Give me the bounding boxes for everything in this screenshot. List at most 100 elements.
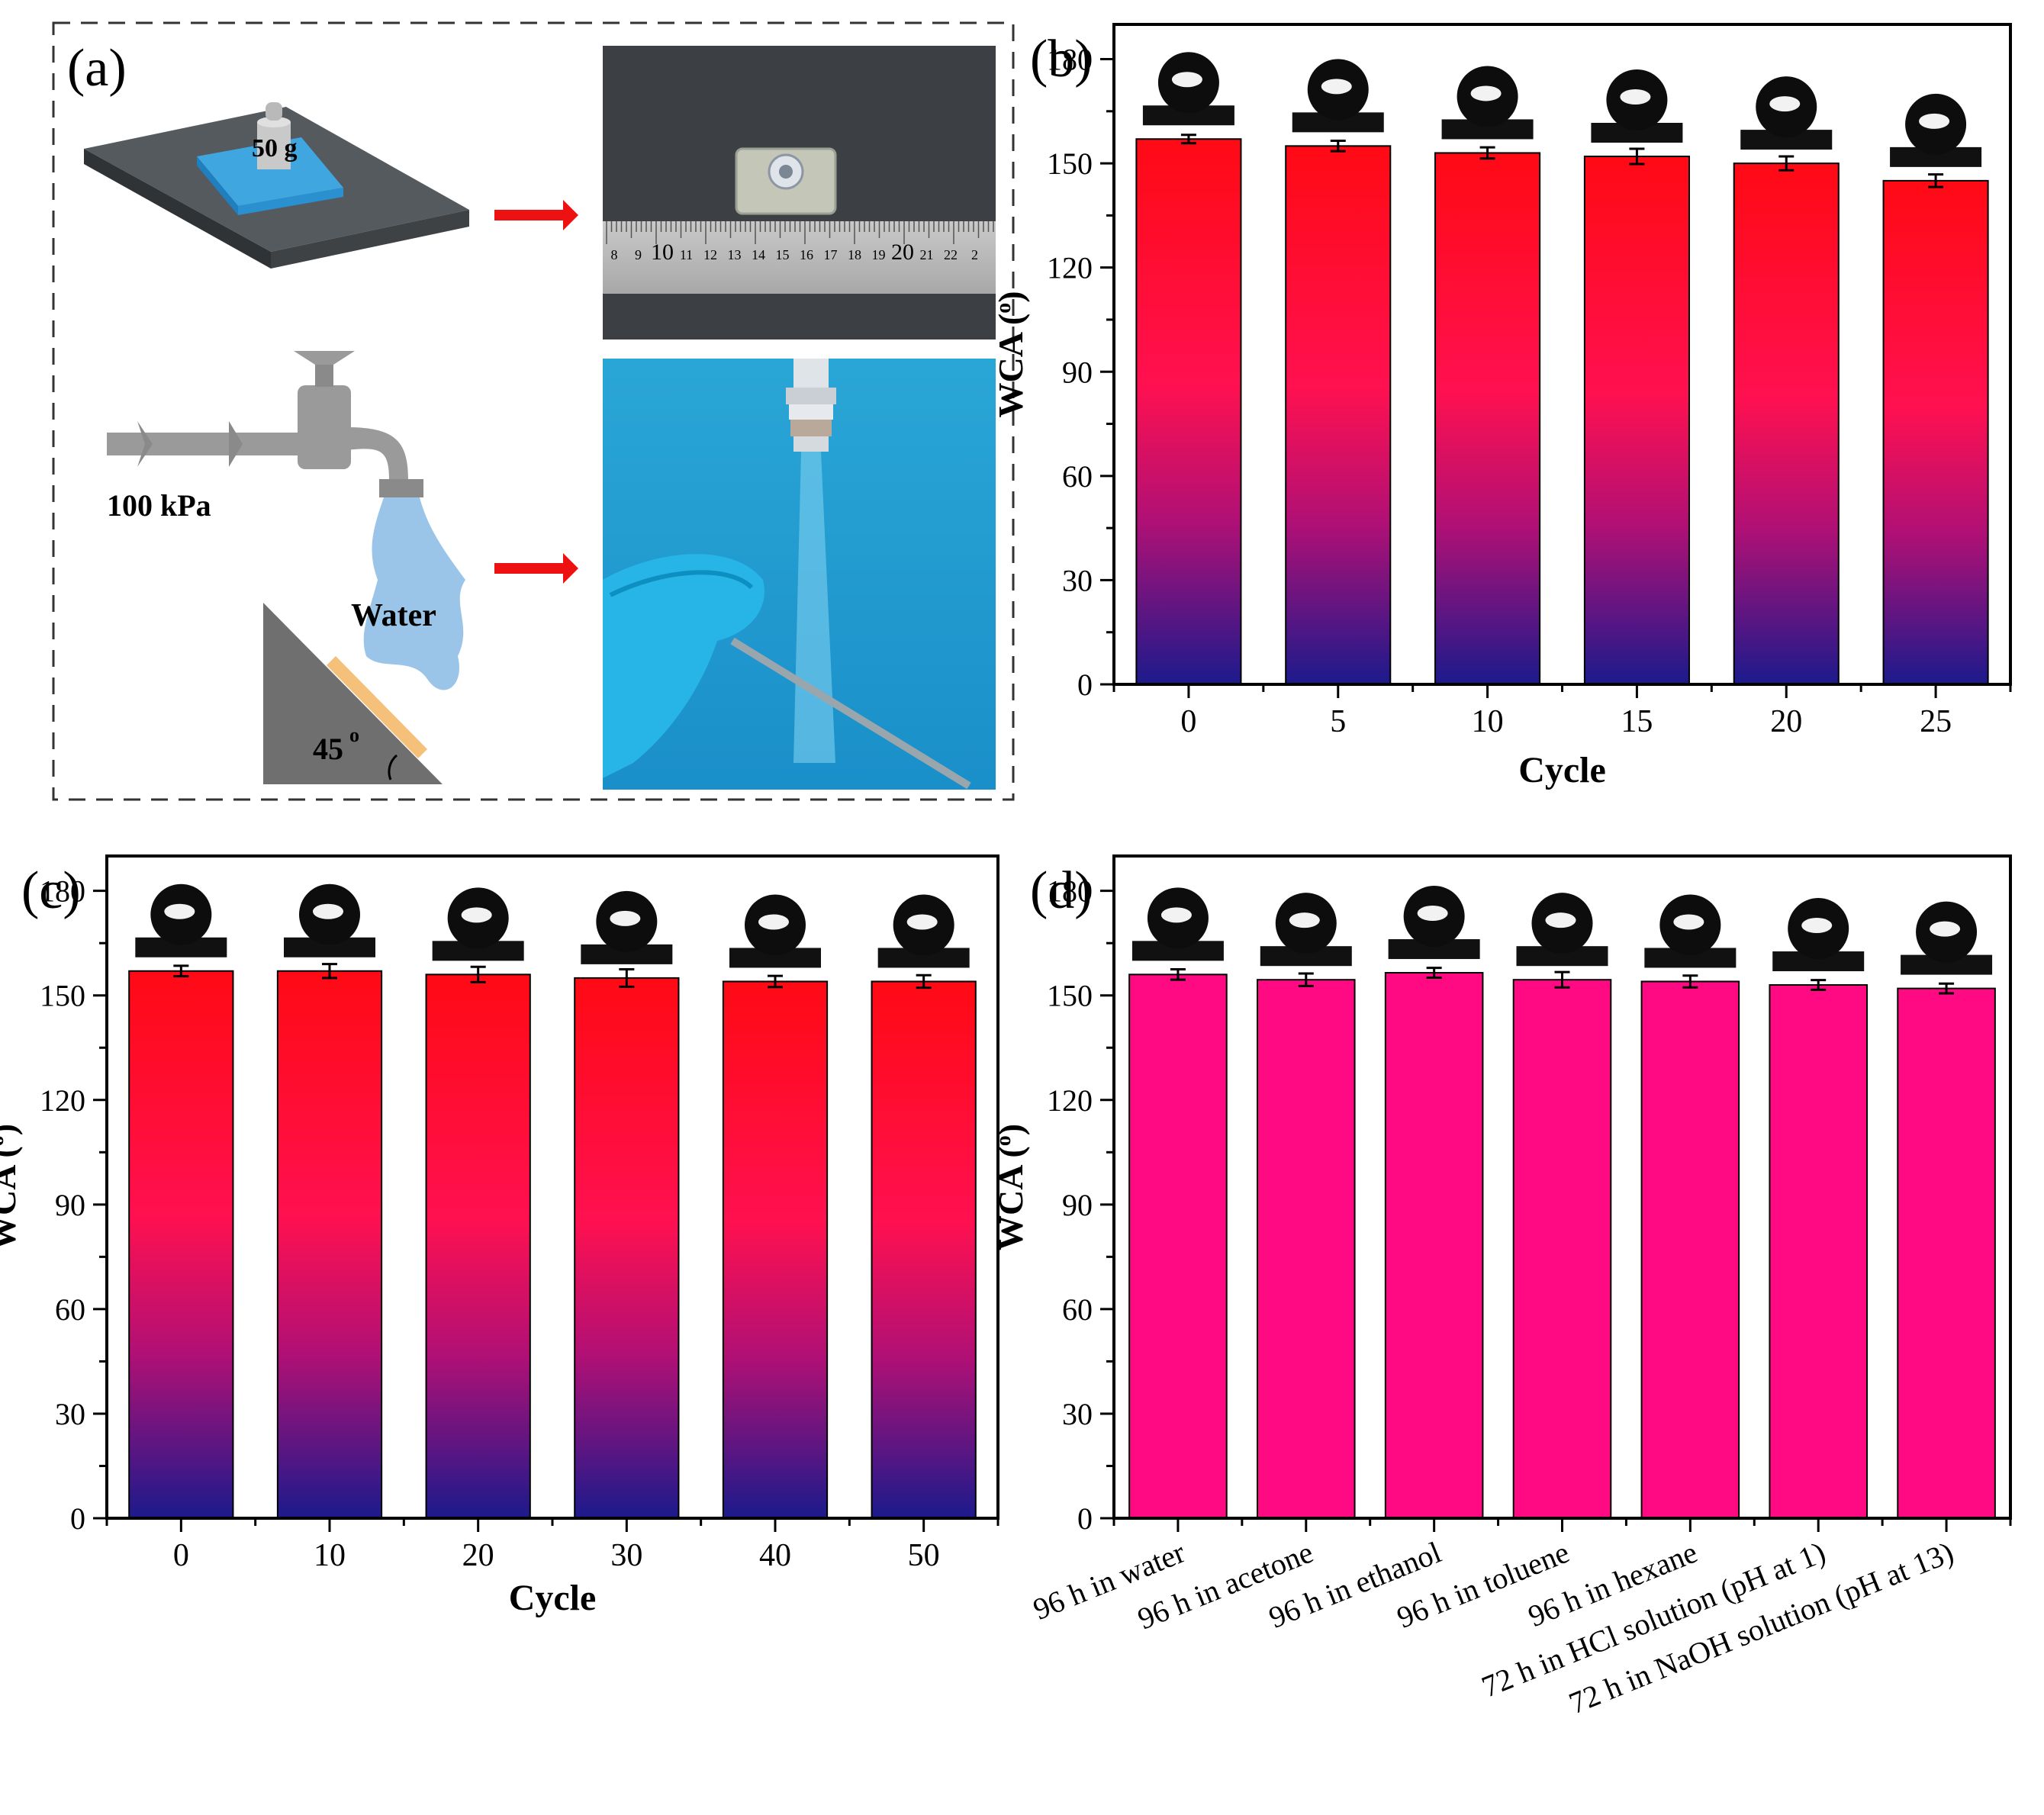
ruler-number: 22 [944, 247, 958, 262]
ruler-number: 13 [728, 247, 742, 262]
x-tick-label: 10 [1472, 704, 1504, 739]
pipe-icon [107, 433, 305, 455]
x-tick-label: 10 [314, 1538, 346, 1573]
droplet-highlight [1620, 89, 1651, 105]
y-tick-label: 180 [40, 874, 85, 909]
ruler-number: 11 [680, 247, 693, 262]
droplet-inset [1131, 887, 1224, 961]
y-tick-label: 120 [1047, 1083, 1093, 1118]
x-tick-label: 30 [610, 1538, 642, 1573]
inclined-stage-icon [263, 603, 443, 784]
bar [1384, 972, 1484, 1519]
x-tick-label: 50 [908, 1538, 940, 1573]
droplet-highlight [1160, 907, 1192, 923]
droplet-highlight [1930, 921, 1961, 937]
water-stream-icon [363, 497, 465, 690]
y-axis-label: WCA (o) [991, 1124, 1030, 1250]
droplet-inset [1591, 69, 1683, 143]
y-tick-label: 0 [1077, 1501, 1093, 1536]
y-tick-label: 150 [1047, 979, 1093, 1013]
plot-frame [1112, 23, 2012, 686]
panel-letter-a: (a) [67, 39, 127, 98]
droplet-inset [284, 883, 375, 957]
y-axis-label-sup: o [992, 1135, 1016, 1146]
droplet-highlight [1545, 912, 1576, 928]
photo-water-impact [603, 359, 996, 790]
droplet-inset [877, 894, 970, 968]
droplet-highlight [906, 914, 938, 930]
droplet-highlight [461, 907, 492, 923]
y-tick-label: 0 [1077, 668, 1093, 702]
x-tick-label: 20 [462, 1538, 494, 1573]
droplet-inset [1292, 59, 1384, 133]
plot-frame [1112, 854, 2012, 1520]
y-axis-label-end: ) [0, 1124, 23, 1135]
bar [1257, 979, 1356, 1519]
y-axis-label: WCA (o) [0, 1124, 23, 1250]
droplet-inset [1740, 76, 1833, 150]
bar [1640, 980, 1740, 1519]
y-axis-label-text: WCA ( [0, 1146, 23, 1250]
droplet-inset [581, 890, 673, 964]
y-tick-label: 30 [55, 1397, 85, 1431]
ruler-number: 10 [651, 240, 674, 265]
droplet-highlight [1417, 906, 1448, 922]
droplet-inset [1441, 66, 1534, 140]
droplet-inset [1142, 52, 1234, 126]
droplet-highlight [164, 903, 195, 919]
panel-letter-d: (d) [1030, 861, 1093, 920]
droplet-inset [1890, 93, 1982, 167]
water-label: Water [351, 598, 436, 633]
ruler-number: 16 [800, 247, 813, 262]
x-tick-label: 0 [1180, 704, 1196, 739]
bar [1128, 973, 1228, 1519]
glove-icon [603, 554, 764, 778]
droplet-highlight [1289, 912, 1320, 928]
weight-label: 50 g [252, 134, 298, 163]
y-tick-label: 60 [1062, 459, 1093, 494]
droplet-highlight [1769, 96, 1801, 112]
water-impact-schematic: 100 kPa Water 45 o [107, 351, 465, 784]
bar [1512, 979, 1612, 1519]
y-tick-label: 180 [1047, 43, 1093, 77]
y-tick-label: 30 [1062, 563, 1093, 597]
ruler-number: 15 [776, 247, 790, 262]
droplet-highlight [1321, 79, 1352, 95]
droplet-inset [1516, 893, 1608, 967]
x-tick-label: 25 [1920, 704, 1952, 739]
y-tick-label: 120 [1047, 251, 1093, 285]
droplet-highlight [313, 903, 343, 919]
x-axis-label: Cycle [1518, 750, 1606, 790]
droplet-inset [432, 887, 524, 961]
panel-letter-c: (c) [21, 861, 81, 920]
droplet-inset [1772, 898, 1865, 972]
bar [1733, 163, 1840, 685]
droplet-highlight [1470, 85, 1502, 101]
bar [1882, 179, 1989, 686]
x-tick-label: 5 [1330, 704, 1346, 739]
x-axis-label: Cycle [509, 1578, 597, 1618]
droplet-highlight [758, 914, 789, 930]
droplet-highlight [1673, 914, 1704, 930]
y-tick-label: 60 [55, 1292, 85, 1327]
droplet-highlight [610, 910, 641, 926]
y-axis-label: WCA (o) [991, 291, 1030, 417]
x-tick-label: 15 [1621, 704, 1653, 739]
bar [871, 980, 977, 1519]
dashed-border [52, 21, 1015, 801]
angle-sup: o [349, 724, 359, 746]
y-axis-label-sup: o [992, 303, 1016, 314]
bar [1135, 138, 1242, 686]
y-tick-label: 150 [40, 979, 85, 1013]
bar [1897, 987, 1996, 1519]
bar [574, 977, 680, 1520]
plot-frame [105, 854, 999, 1520]
droplet-inset [1901, 901, 1993, 975]
ruler-number: 20 [891, 240, 914, 265]
y-tick-label: 0 [70, 1501, 85, 1536]
angle-label: 45 [313, 732, 343, 766]
y-tick-label: 30 [1062, 1397, 1093, 1431]
bar [425, 973, 531, 1519]
